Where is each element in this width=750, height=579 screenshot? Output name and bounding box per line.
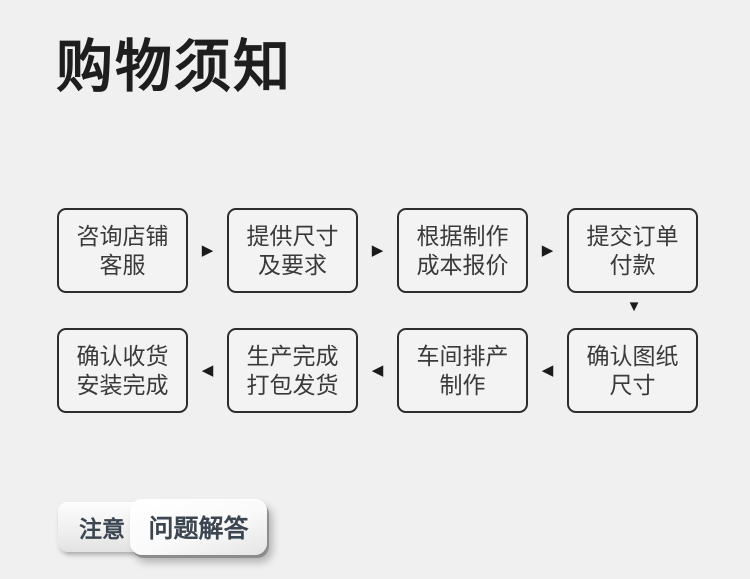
step-line: 提交订单 (586, 222, 679, 249)
step-pack-ship: 生产完成 打包发货 (227, 328, 358, 413)
step-line: 及要求 (258, 251, 327, 278)
step-line: 咨询店铺 (76, 222, 169, 249)
flow-row-top: 咨询店铺 客服 ▶ 提供尺寸 及要求 ▶ 根据制作 成本报价 ▶ 提交订单 付款 (57, 208, 698, 293)
arrow-right-icon: ▶ (541, 242, 554, 259)
step-submit-order: 提交订单 付款 (567, 208, 698, 293)
step-line: 付款 (609, 251, 656, 278)
arrow-down-icon: ▼ (626, 298, 642, 315)
step-line: 生产完成 (246, 342, 339, 369)
step-line: 确认图纸 (586, 342, 679, 369)
step-confirm-receipt: 确认收货 安装完成 (57, 328, 188, 413)
step-line: 提供尺寸 (246, 222, 339, 249)
step-line: 制作 (439, 371, 486, 398)
arrow-left-icon: ◀ (541, 362, 554, 379)
step-line: 安装完成 (76, 371, 169, 398)
step-line: 尺寸 (609, 371, 656, 398)
step-line: 根据制作 (416, 222, 509, 249)
arrow-right-icon: ▶ (371, 242, 384, 259)
step-cost-quote: 根据制作 成本报价 (397, 208, 528, 293)
step-line: 车间排产 (416, 342, 509, 369)
step-line: 打包发货 (246, 371, 339, 398)
page-title: 购物须知 (56, 35, 292, 99)
arrow-left-icon: ◀ (371, 362, 384, 379)
step-workshop-production: 车间排产 制作 (397, 328, 528, 413)
step-line: 确认收货 (76, 342, 169, 369)
arrow-right-icon: ▶ (201, 242, 214, 259)
arrow-left-icon: ◀ (201, 362, 214, 379)
step-confirm-drawing: 确认图纸 尺寸 (567, 328, 698, 413)
step-consult-service: 咨询店铺 客服 (57, 208, 188, 293)
qa-button-label: 问题解答 (148, 515, 249, 543)
flow-row-bottom: 确认收货 安装完成 ◀ 生产完成 打包发货 ◀ 车间排产 制作 ◀ 确认图纸 尺… (57, 328, 698, 413)
notice-button-label: 注意 (79, 516, 125, 542)
step-line: 客服 (99, 251, 146, 278)
step-provide-size: 提供尺寸 及要求 (227, 208, 358, 293)
step-line: 成本报价 (416, 251, 509, 278)
qa-button[interactable]: 问题解答 (130, 499, 267, 555)
